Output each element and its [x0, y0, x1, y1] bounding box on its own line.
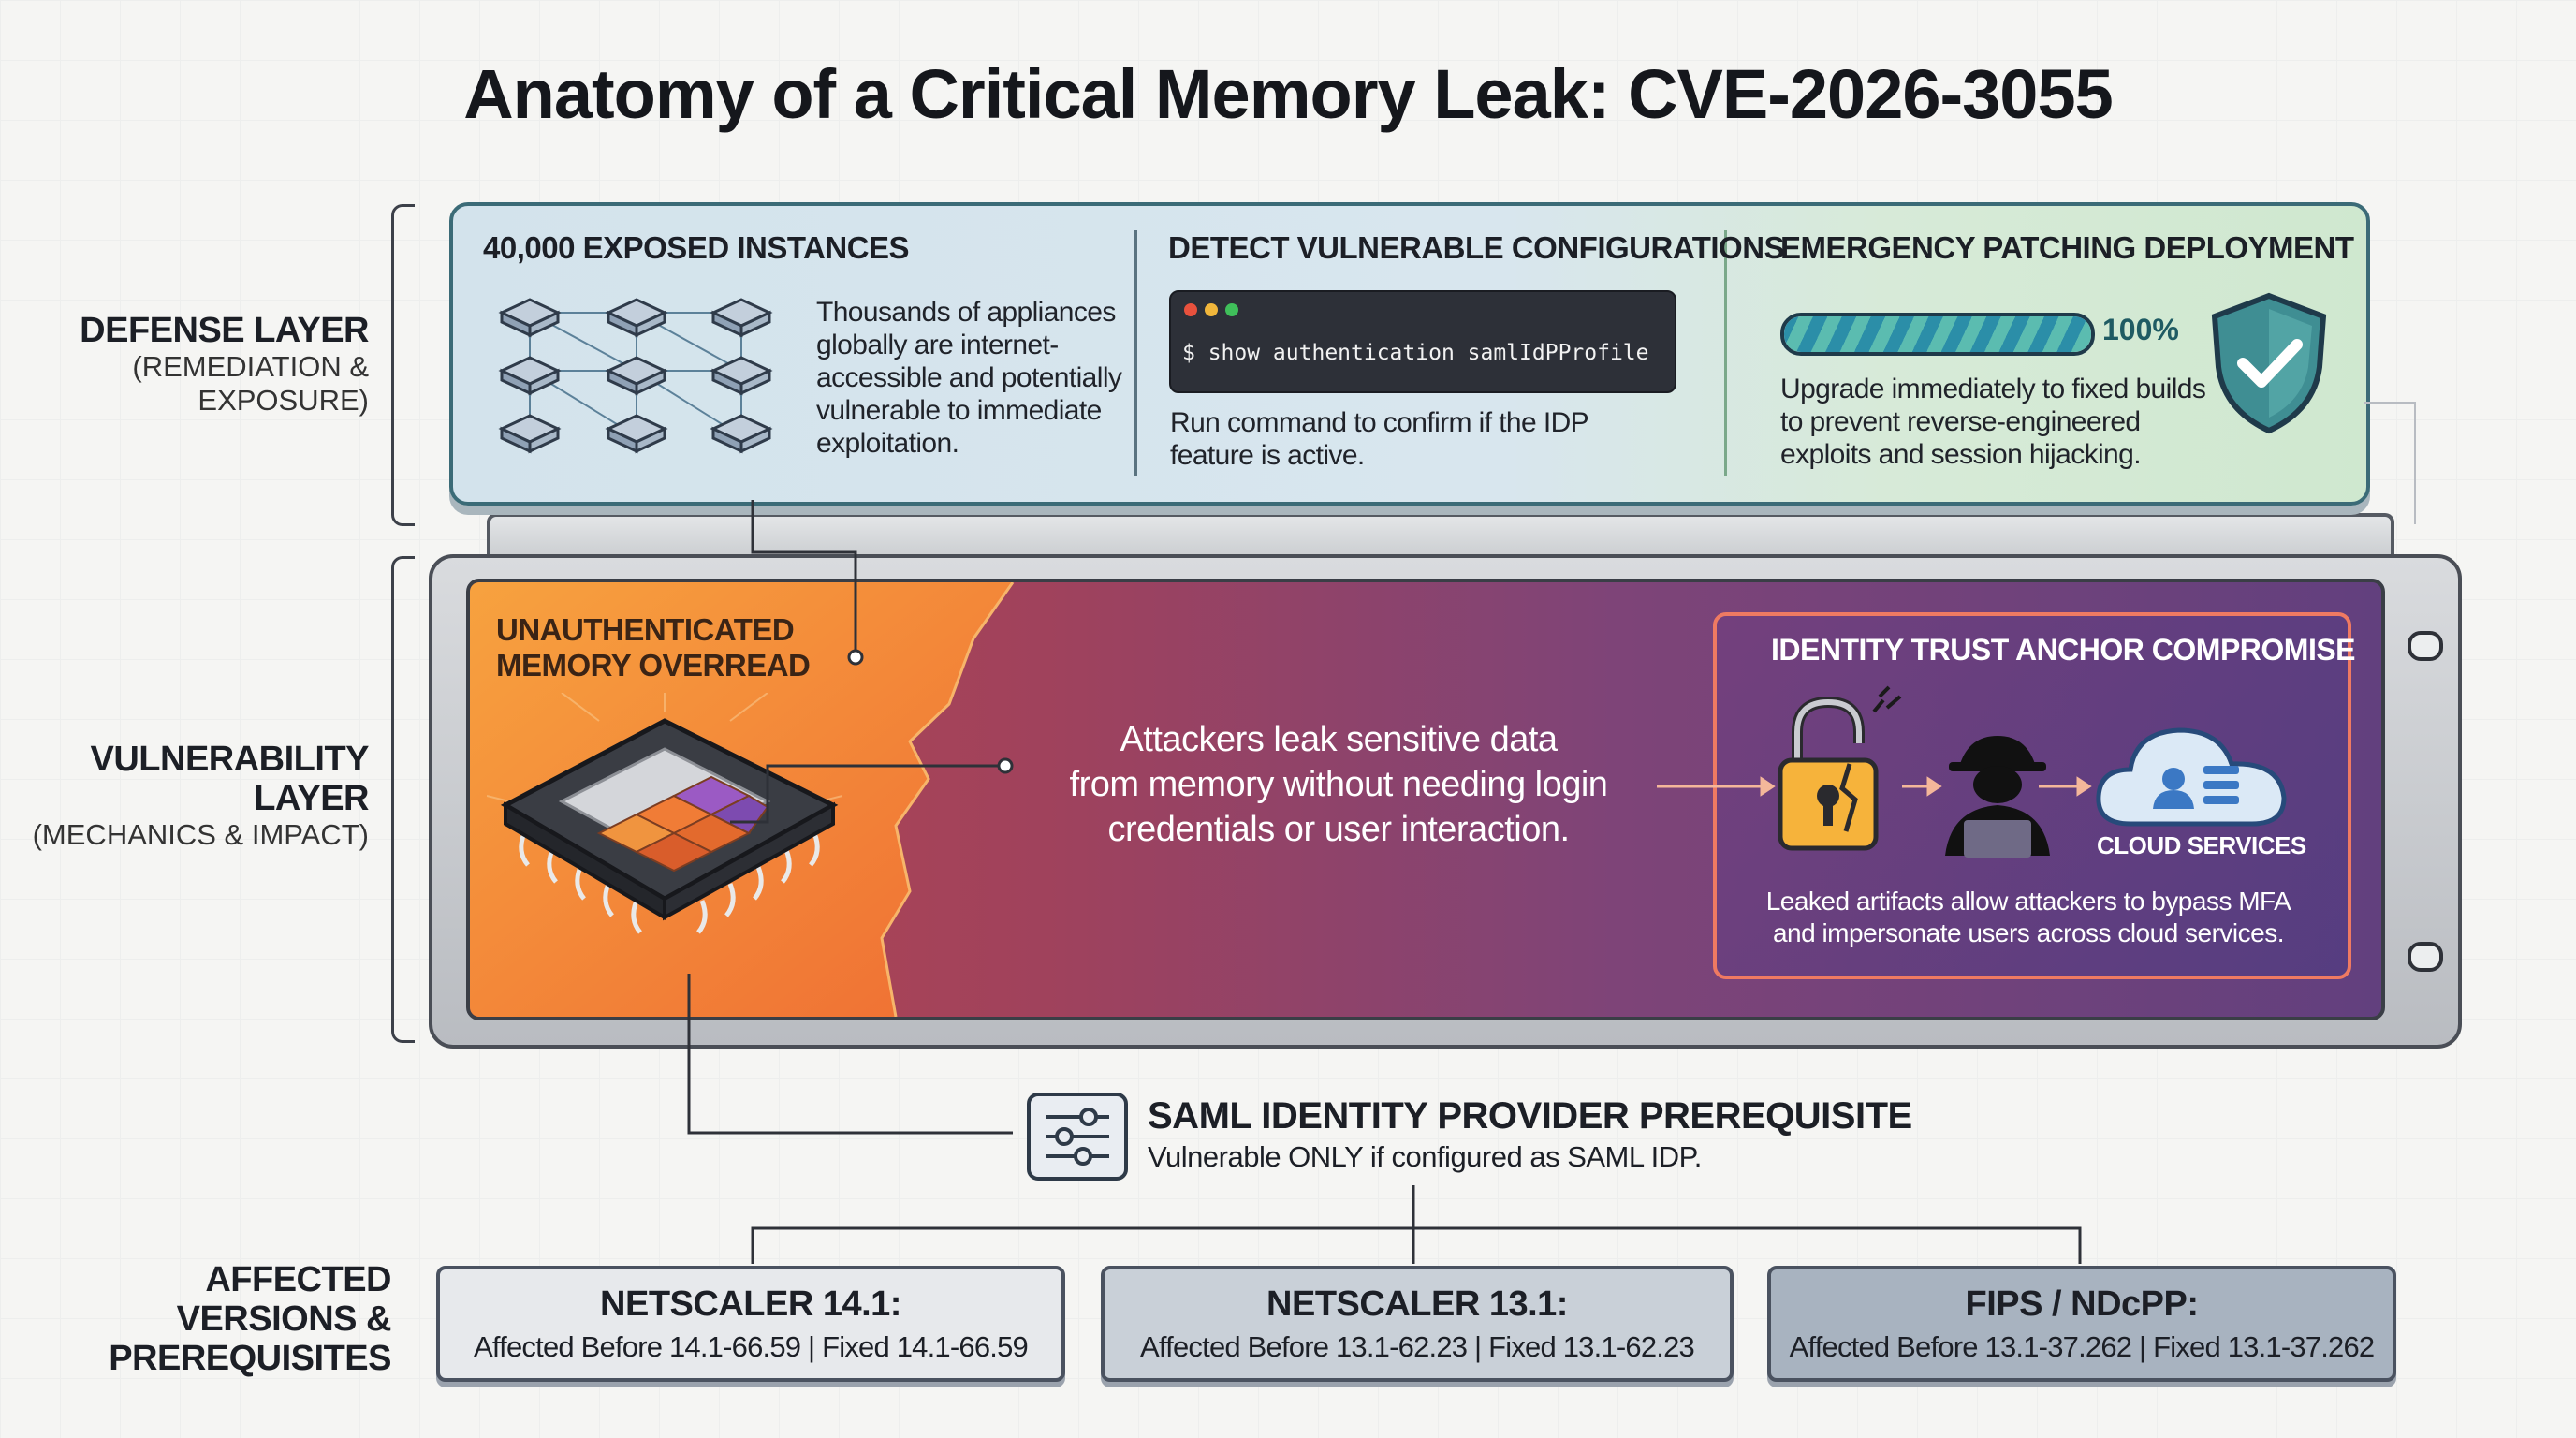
crack-spark-icon [1872, 685, 1902, 713]
defense-divider-1 [1134, 230, 1137, 476]
terminal-window: $ show authentication samlIdPProfile [1169, 290, 1676, 393]
patching-description: Upgrade immediately to fixed builds to p… [1780, 373, 2211, 471]
defense-layer-sub-2: EXPOSURE) [198, 384, 369, 417]
version-card-netscaler-13-1: NETSCALER 13.1: Affected Before 13.1-62.… [1101, 1266, 1734, 1382]
exposed-line-4: vulnerable to immediate [816, 395, 1102, 426]
settings-sliders-icon [1027, 1093, 1128, 1181]
trust-anchor-description: Leaked artifacts allow attackers to bypa… [1732, 886, 2325, 949]
exposed-line-2: globally are internet- [816, 330, 1059, 360]
vulnerability-layer-title-2: LAYER [254, 779, 369, 818]
defense-divider-2 [1724, 230, 1727, 476]
version-detail: Affected Before 13.1-37.262 | Fixed 13.1… [1789, 1330, 2376, 1363]
vulnerability-bracket [391, 556, 415, 1043]
affected-layer-title-1: AFFECTED [205, 1260, 391, 1299]
defense-layer-label: DEFENSE LAYER (REMEDIATION & EXPOSURE) [80, 311, 369, 418]
exposed-line-3: accessible and potentially [816, 362, 1122, 393]
broken-lock-icon [1778, 696, 1879, 851]
network-appliances-icon [498, 298, 773, 454]
terminal-minimize-dot [1205, 303, 1218, 316]
prerequisite-title: SAML IDENTITY PROVIDER PREREQUISITE [1148, 1095, 1912, 1137]
hacker-icon [1945, 736, 2050, 858]
version-card-netscaler-14-1: NETSCALER 14.1: Affected Before 14.1-66.… [436, 1266, 1065, 1382]
terminal-maximize-dot [1225, 303, 1238, 316]
affected-layer-title-3: PREREQUISITES [109, 1339, 391, 1378]
defense-layer-title: DEFENSE LAYER [80, 311, 369, 350]
terminal-close-dot [1184, 303, 1197, 316]
patching-line-2: to prevent reverse-engineered [1780, 406, 2141, 437]
prerequisite-text: Vulnerable ONLY if configured as SAML ID… [1148, 1140, 1702, 1173]
detect-line-1: Run command to confirm if the IDP [1170, 407, 1589, 438]
exposed-line-5: exploitation. [816, 428, 959, 459]
version-detail: Affected Before 14.1-66.59 | Fixed 14.1-… [474, 1330, 1029, 1363]
version-title: NETSCALER 13.1: [1266, 1284, 1568, 1324]
vulnerability-layer-label: VULNERABILITY LAYER (MECHANICS & IMPACT) [32, 740, 370, 852]
trust-anchor-heading: IDENTITY TRUST ANCHOR COMPROMISE [1771, 633, 2356, 667]
version-title: NETSCALER 14.1: [600, 1284, 901, 1324]
defense-bracket [391, 204, 415, 526]
detect-configurations-heading: DETECT VULNERABLE CONFIGURATIONS [1168, 230, 1785, 265]
flow-arrows [1657, 776, 2092, 797]
vulnerability-layer-sub: (MECHANICS & IMPACT) [32, 818, 369, 851]
exposed-instances-description: Thousands of appliances globally are int… [816, 296, 1125, 460]
affected-layer-label: AFFECTED VERSIONS & PREREQUISITES [109, 1260, 391, 1378]
shield-check-icon [2211, 292, 2327, 434]
exposed-line-1: Thousands of appliances [816, 297, 1116, 328]
detect-description: Run command to confirm if the IDP featur… [1170, 406, 1694, 472]
vulnerability-description-line-2: from memory without needing login [1069, 765, 1608, 804]
trust-anchor-description-line-1: Leaked artifacts allow attackers to bypa… [1765, 887, 2291, 916]
patch-progress-bar [1780, 313, 2095, 356]
exposed-instances-heading: 40,000 EXPOSED INSTANCES [483, 230, 910, 265]
detect-line-2: feature is active. [1170, 440, 1365, 471]
defense-layer-sub-1: (REMEDIATION & [132, 350, 369, 383]
cloud-services-icon [2096, 727, 2287, 827]
patch-progress-label: 100% [2102, 313, 2179, 346]
patching-line-1: Upgrade immediately to fixed builds [1780, 374, 2206, 404]
patch-progress-fill [1784, 316, 2091, 352]
version-title: FIPS / NDcPP: [1965, 1284, 2200, 1324]
trust-anchor-description-line-2: and impersonate users across cloud servi… [1772, 918, 2285, 947]
memory-chip-icon [487, 693, 842, 934]
vulnerability-description: Attackers leak sensitive data from memor… [1011, 717, 1666, 852]
version-card-fips-ndcpp: FIPS / NDcPP: Affected Before 13.1-37.26… [1767, 1266, 2396, 1382]
memory-overread-heading: UNAUTHENTICATED MEMORY OVERREAD [496, 612, 811, 683]
chassis-handle-bottom [2408, 942, 2443, 972]
version-detail: Affected Before 13.1-62.23 | Fixed 13.1-… [1140, 1330, 1695, 1363]
memory-overread-line-1: UNAUTHENTICATED [496, 612, 795, 647]
affected-layer-title-2: VERSIONS & [176, 1299, 392, 1339]
terminal-command: $ show authentication samlIdPProfile [1182, 341, 1649, 365]
memory-overread-line-2: MEMORY OVERREAD [496, 648, 811, 682]
patching-line-3: exploits and session hijacking. [1780, 439, 2142, 470]
patching-heading: EMERGENCY PATCHING DEPLOYMENT [1780, 230, 2354, 265]
vulnerability-layer-title-1: VULNERABILITY [90, 740, 370, 779]
page-title: Anatomy of a Critical Memory Leak: CVE-2… [463, 55, 2114, 133]
chassis-handle-top [2408, 631, 2443, 661]
vulnerability-description-line-1: Attackers leak sensitive data [1120, 720, 1558, 759]
vulnerability-description-line-3: credentials or user interaction. [1107, 810, 1570, 849]
cloud-services-label: CLOUD SERVICES [2097, 831, 2306, 859]
